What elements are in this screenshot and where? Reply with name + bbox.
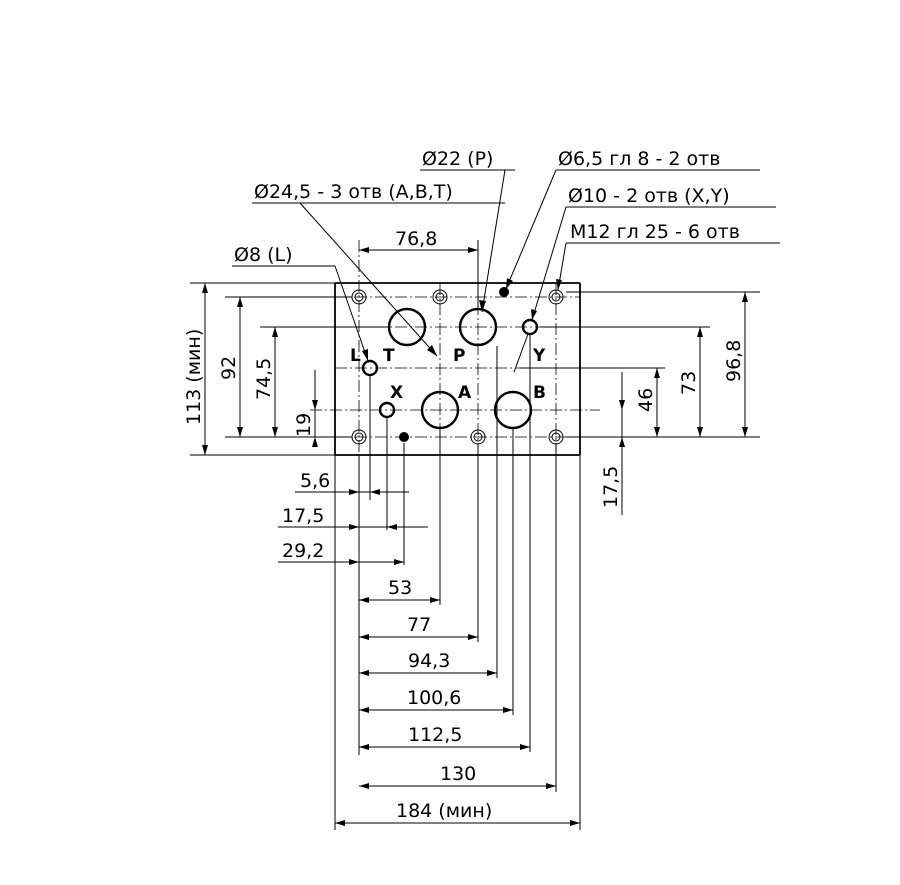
dim-74-5: 74,5 xyxy=(253,358,275,400)
dim-53: 53 xyxy=(388,577,412,599)
callout-p-port: Ø22 (P) xyxy=(422,148,493,170)
dim-112-5: 112,5 xyxy=(408,724,462,746)
dim-19: 19 xyxy=(293,413,315,437)
dim-top: 76,8 xyxy=(359,228,479,310)
dim-73: 73 xyxy=(678,371,700,395)
dim-184-min: 184 (мин) xyxy=(396,800,492,822)
dim-76-8: 76,8 xyxy=(395,228,437,250)
dim-right: 96,8 73 46 17,5 xyxy=(520,291,760,515)
pin-holes xyxy=(399,287,509,442)
callout-drain-port: Ø8 (L) xyxy=(234,244,293,266)
port-label-b: B xyxy=(533,383,546,403)
callout-pin-holes: Ø6,5 гл 8 - 2 отв xyxy=(558,148,720,170)
callout-main-ports: Ø24,5 - 3 отв (A,B,T) xyxy=(254,181,453,203)
dim-17-5: 17,5 xyxy=(600,466,622,508)
dim-130: 130 xyxy=(440,763,476,785)
dim-113-min: 113 (мин) xyxy=(183,329,205,425)
dim-96-8: 96,8 xyxy=(723,340,745,382)
callout-pilot-ports: Ø10 - 2 отв (X,Y) xyxy=(568,185,730,207)
callout-bolt-holes: M12 гл 25 - 6 отв xyxy=(570,221,740,243)
port-labels: L T P Y X A B xyxy=(350,346,546,403)
mounting-plate xyxy=(334,282,581,456)
dim-left: 113 (мин) 92 74,5 19 xyxy=(183,282,390,456)
port-label-a: A xyxy=(458,383,472,403)
port-label-l: L xyxy=(350,346,361,366)
port-label-x: X xyxy=(390,383,403,403)
dim-bottom-left: 5,6 17,5 29,2 xyxy=(278,470,428,565)
port-label-y: Y xyxy=(532,346,546,366)
dim-46: 46 xyxy=(635,388,657,412)
callouts: Ø22 (P) Ø24,5 - 3 отв (A,B,T) Ø6,5 гл 8 … xyxy=(232,148,780,373)
extension-lines xyxy=(334,334,581,830)
dim-29-2: 29,2 xyxy=(282,540,324,562)
dim-100-6: 100,6 xyxy=(407,687,461,709)
dim-17-5-bottom: 17,5 xyxy=(282,505,324,527)
dim-77: 77 xyxy=(407,614,431,636)
dim-5-6: 5,6 xyxy=(300,470,330,492)
dim-92: 92 xyxy=(218,356,240,380)
bolt-holes xyxy=(351,289,564,445)
port-label-p: P xyxy=(453,346,465,366)
dim-bottom: 53 77 94,3 100,6 112,5 130 184 (мин) xyxy=(335,577,580,826)
dim-94-3: 94,3 xyxy=(408,650,450,672)
port-label-t: T xyxy=(383,346,395,366)
